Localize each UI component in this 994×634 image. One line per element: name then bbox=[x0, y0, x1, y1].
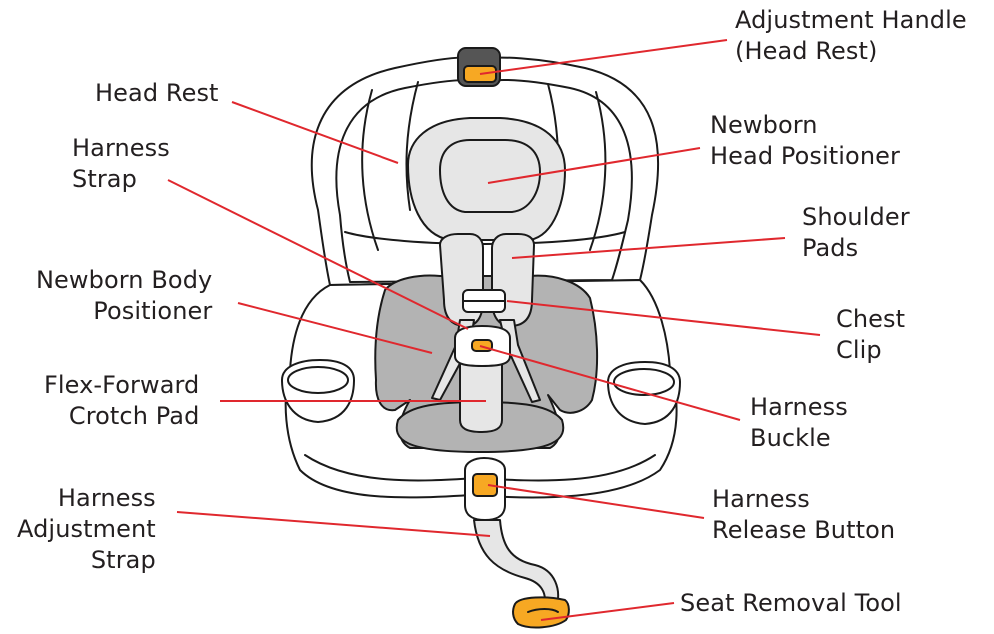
label-harness-adjustment-strap: Harness Adjustment Strap bbox=[17, 483, 156, 576]
label-harness-strap: Harness Strap bbox=[72, 133, 170, 195]
leader-adjustment-handle bbox=[480, 40, 727, 74]
harness-adjustment-strap-shape bbox=[474, 520, 558, 608]
label-head-rest: Head Rest bbox=[95, 78, 219, 109]
right-cupholder-rim bbox=[614, 369, 674, 395]
newborn-head-positioner-shape bbox=[408, 118, 565, 240]
crotch-pad-shape bbox=[460, 360, 502, 432]
left-cupholder-rim bbox=[288, 367, 348, 393]
label-seat-removal-tool: Seat Removal Tool bbox=[680, 588, 902, 619]
label-chest-clip: Chest Clip bbox=[836, 304, 905, 366]
car-seat-illustration bbox=[282, 48, 680, 627]
label-shoulder-pads: Shoulder Pads bbox=[802, 202, 910, 264]
label-newborn-body-positioner: Newborn Body Positioner bbox=[36, 265, 212, 327]
label-harness-buckle: Harness Buckle bbox=[750, 392, 848, 454]
label-adjustment-handle: Adjustment Handle (Head Rest) bbox=[735, 5, 967, 67]
label-newborn-head-positioner: Newborn Head Positioner bbox=[710, 110, 900, 172]
seat-removal-tool-shape bbox=[513, 597, 569, 627]
label-flex-forward-crotch-pad: Flex-Forward Crotch Pad bbox=[44, 370, 199, 432]
label-harness-release-button: Harness Release Button bbox=[712, 484, 895, 546]
leader-harness-adjustment-strap bbox=[177, 512, 490, 536]
